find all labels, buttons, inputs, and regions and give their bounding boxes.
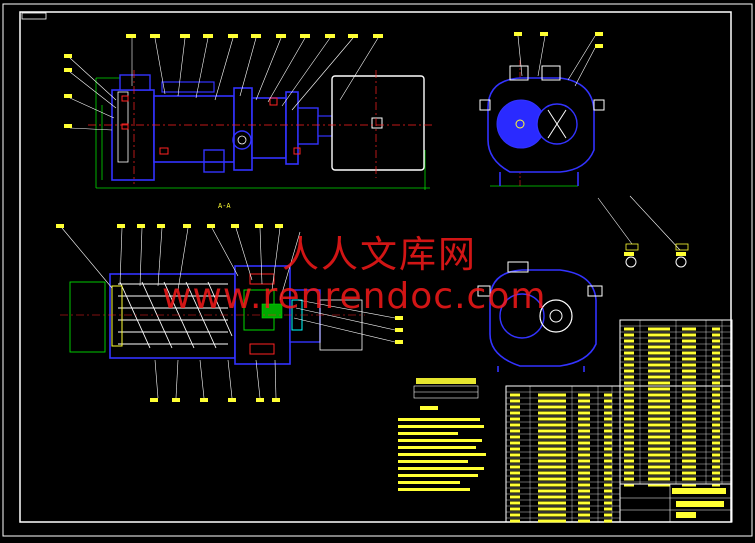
section-view-leaders (61, 227, 396, 399)
end-view-leaders (517, 35, 596, 87)
front-elevation-view (88, 70, 432, 190)
outer-frame (2, 3, 753, 537)
front-view-leaders (69, 37, 379, 131)
corner-code-box (21, 12, 47, 20)
balloon-labels (56, 32, 686, 402)
detail-callouts (597, 195, 689, 268)
end-view-bottom (477, 261, 603, 372)
section-view (60, 265, 365, 365)
parts-list-table (505, 319, 733, 523)
inner-frame (19, 11, 732, 523)
technical-notes (398, 378, 486, 491)
end-view-top (479, 60, 605, 187)
section-label: A-A (218, 202, 231, 210)
